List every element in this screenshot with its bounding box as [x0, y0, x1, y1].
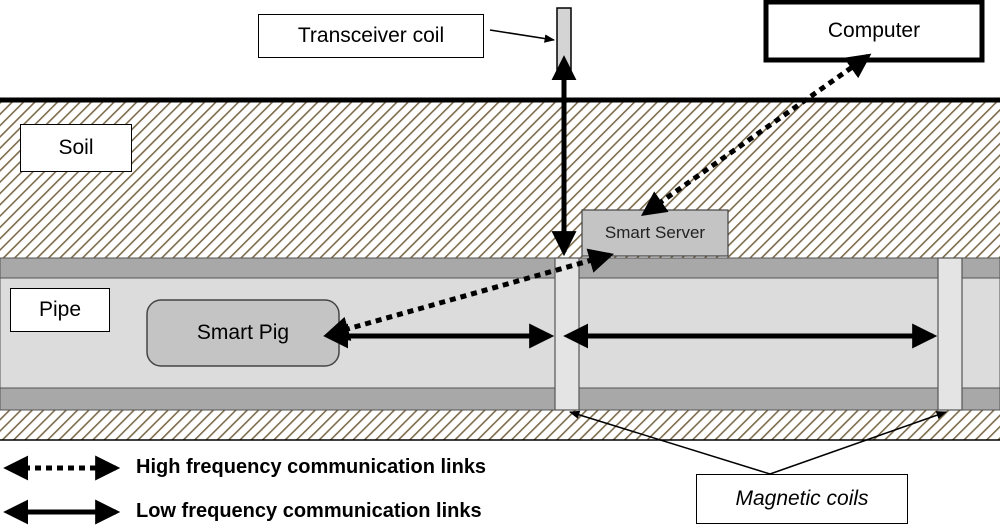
- smart-server-label: Smart Server: [604, 223, 706, 242]
- magnetic-coils-pointer-right: [769, 411, 947, 475]
- smart-pig-label: Smart Pig: [196, 321, 290, 344]
- high-frequency-link-pig-server: [323, 248, 615, 341]
- transceiver-coil-label: Transceiver coil: [258, 14, 484, 58]
- pipe-label: Pipe: [10, 288, 110, 332]
- soil-label: Soil: [20, 124, 132, 172]
- soil-layer-bottom: [0, 410, 1000, 440]
- smart-server: [581, 209, 729, 257]
- magnetic-coil-left: [554, 257, 580, 411]
- legend-high-frequency-label: High frequency communication links: [136, 456, 487, 478]
- high-frequency-link-server-computer: [640, 53, 872, 217]
- magnetic-coils-label: Magnetic coils: [696, 474, 908, 524]
- computer-label: Computer: [827, 19, 921, 42]
- pipe-wall-bottom: [0, 387, 1000, 411]
- legend-low-frequency-label: Low frequency communication links: [136, 500, 482, 522]
- magnetic-coil-right: [937, 257, 963, 411]
- magnetic-coils-pointer-left: [568, 410, 771, 475]
- computer-box: [763, 0, 985, 63]
- pipe-wall-top: [0, 257, 1000, 279]
- soil-layer: [0, 100, 1000, 260]
- transceiver-label-pointer: [489, 29, 556, 43]
- transceiver-coil: [556, 7, 572, 71]
